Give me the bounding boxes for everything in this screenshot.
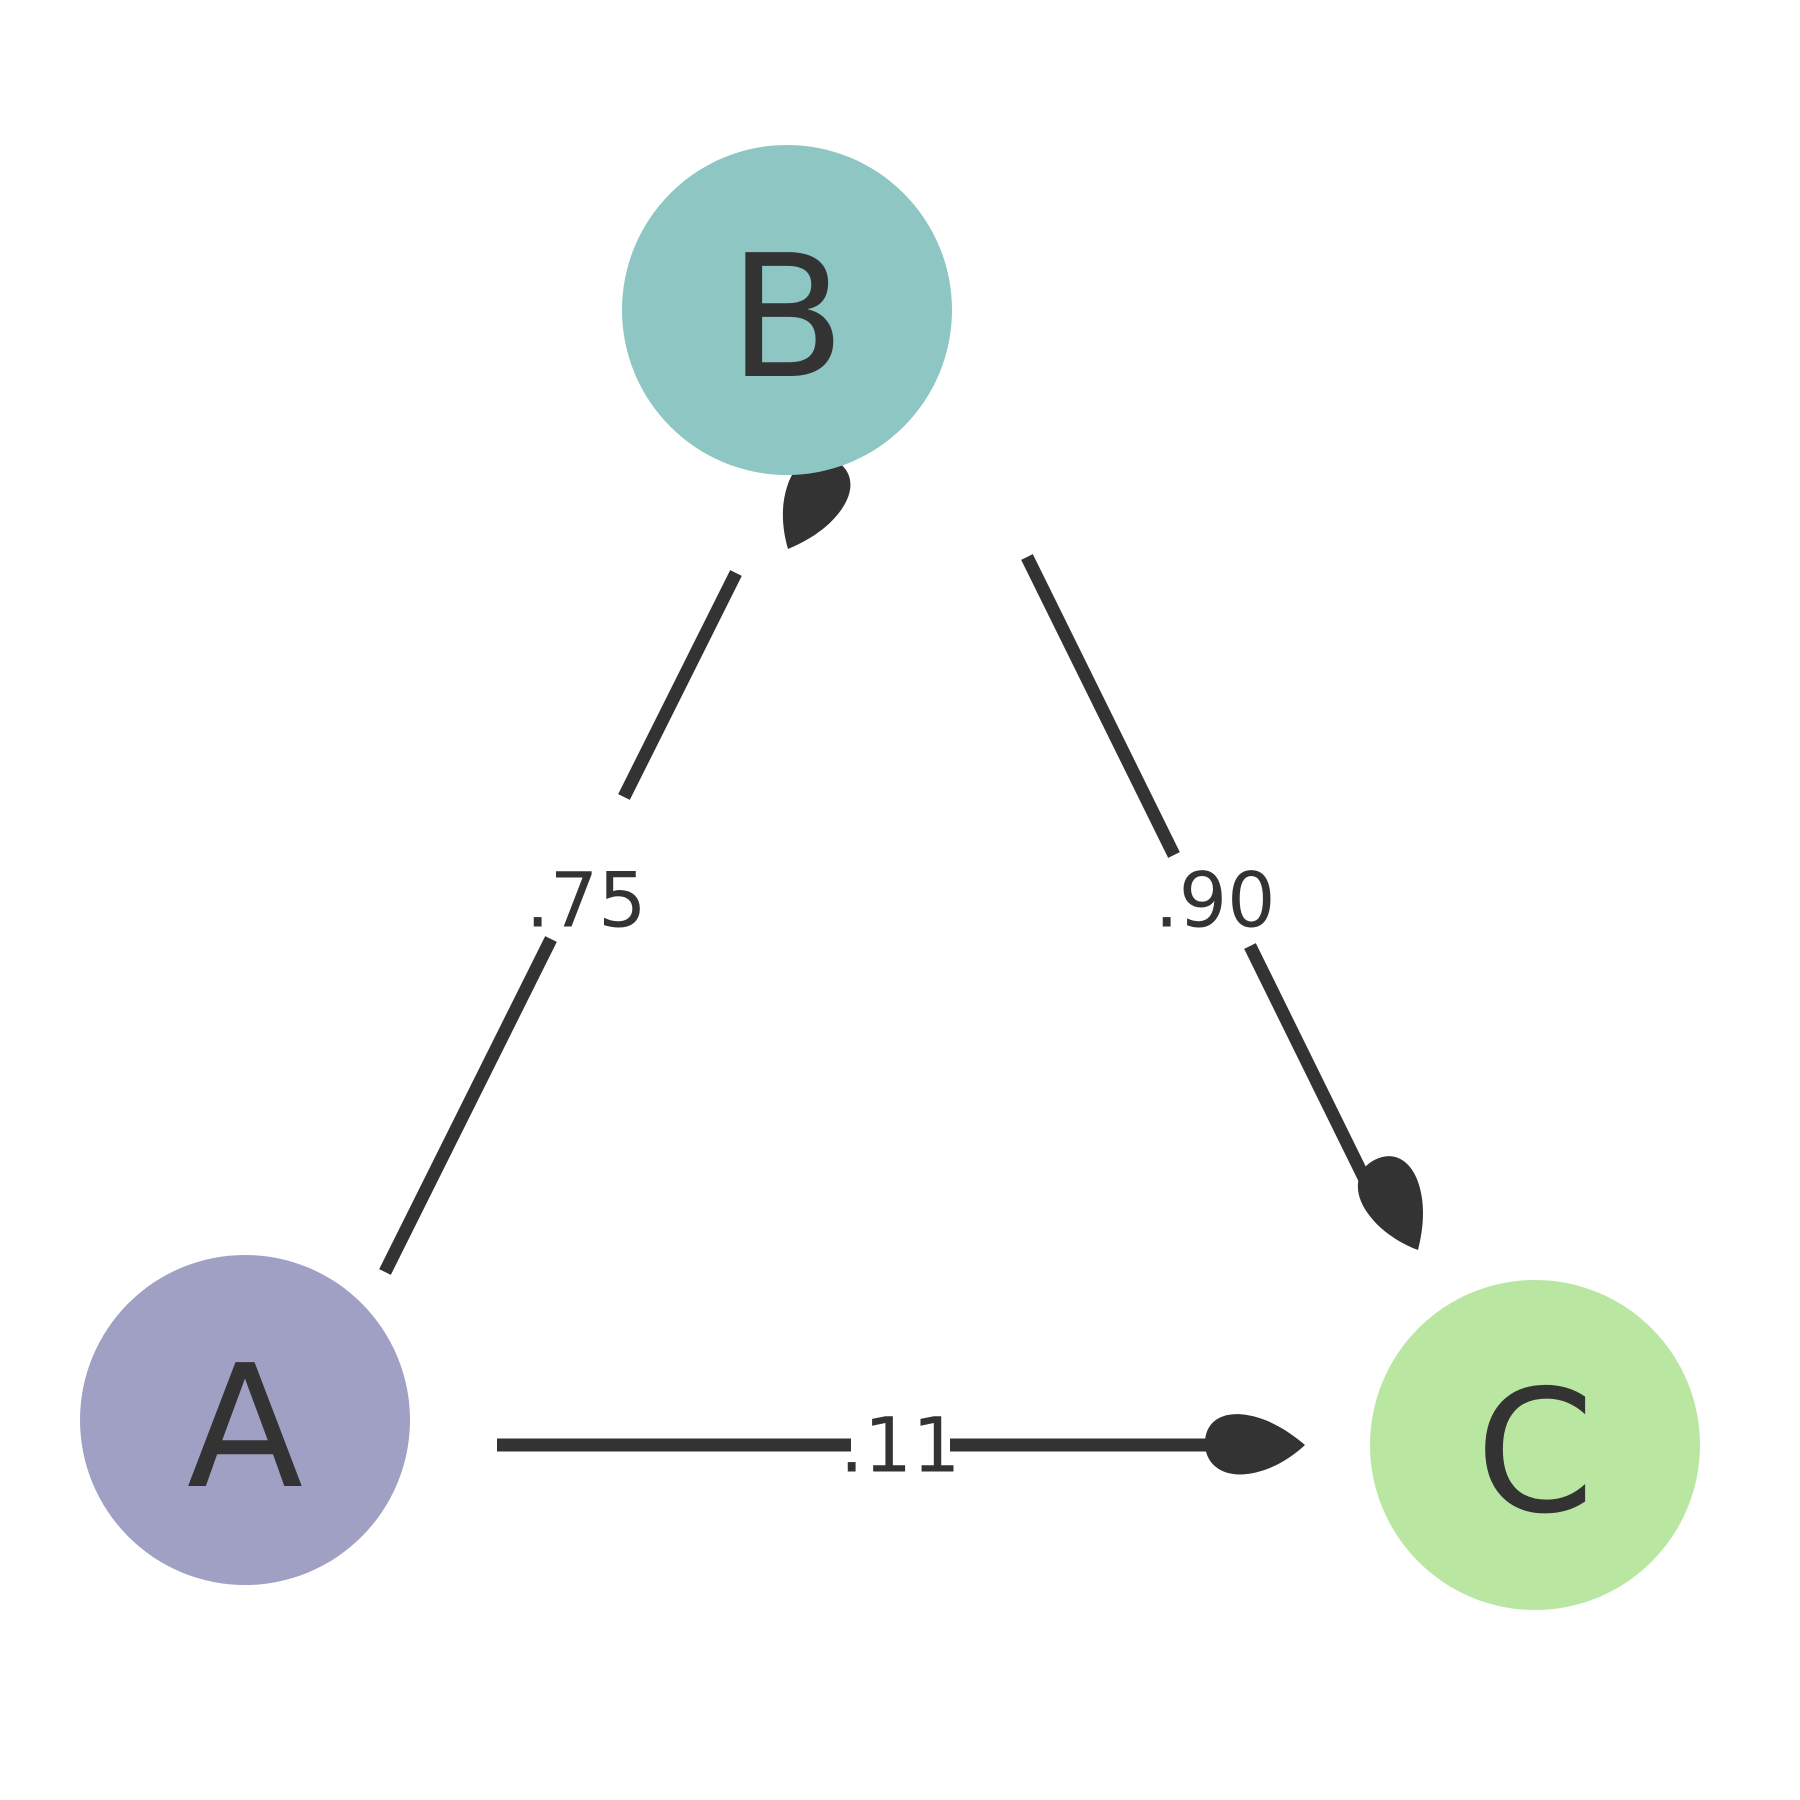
edge-a-to-b-segment-upper [618,570,742,800]
node-a-circle [80,1255,410,1585]
node-b[interactable]: B [622,145,952,475]
edge-b-to-c-segment-lower [1244,943,1381,1203]
node-a-label: A [187,1329,303,1527]
edge-label-a-to-b: .75 [526,856,647,945]
edge-label-a-to-c: .11 [840,1401,961,1490]
edge-b-to-c-segment-upper [1021,554,1180,858]
edge-a-to-c[interactable] [497,1414,1305,1475]
edge-b-to-c[interactable] [1021,554,1446,1263]
node-c-label: C [1476,1354,1595,1552]
node-c-circle [1370,1280,1700,1610]
edge-label-b-to-c: .90 [1155,856,1276,945]
node-a[interactable]: A [80,1255,410,1585]
edge-b-to-c-arrowhead [1357,1156,1423,1250]
edge-a-to-b-arrowhead [782,456,851,549]
node-c[interactable]: C [1370,1280,1700,1610]
edge-a-to-b[interactable] [379,446,860,1275]
edge-a-to-b-segment-lower [379,936,557,1275]
node-b-circle [622,145,952,475]
node-b-label: B [729,219,846,417]
edge-a-to-c-arrowhead [1205,1414,1305,1475]
